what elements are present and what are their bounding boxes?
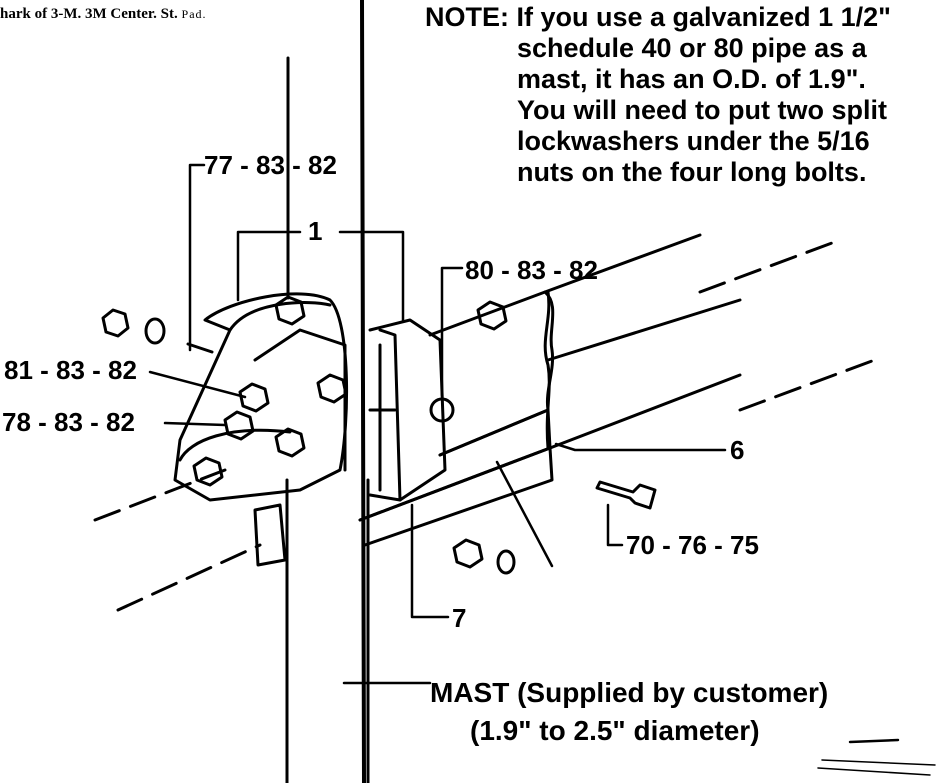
note-line: nuts on the four long bolts. — [517, 157, 867, 187]
note-line: schedule 40 or 80 pipe as a — [517, 33, 867, 63]
hex-nut-icon — [316, 373, 348, 404]
fold-line — [360, 0, 366, 783]
part-label-80: 80 - 83 - 82 — [465, 255, 598, 285]
scan-marks — [817, 759, 936, 776]
hex-nut-icon — [192, 456, 224, 487]
washer-icon — [496, 549, 516, 575]
leader-lines — [148, 163, 900, 744]
mast-diameter-label: (1.9" to 2.5" diameter) — [470, 715, 760, 746]
part-label-6: 6 — [730, 435, 745, 465]
hex-nut-icon — [274, 427, 306, 458]
hex-nut-icon — [476, 300, 508, 331]
part-label-77: 77 - 83 - 82 — [204, 150, 337, 180]
nut-icon — [429, 397, 455, 423]
hex-nut-icon — [101, 308, 130, 338]
note-line: lockwashers under the 5/16 — [517, 126, 870, 156]
header-text: hark of 3-M. 3M Center. St. — [0, 6, 178, 22]
note-line: You will need to put two split — [517, 95, 887, 125]
bolt-icon — [595, 480, 657, 510]
note-block: NOTE: If you use a galvanized 1 1/2" sch… — [425, 2, 937, 188]
clamp-assembly — [173, 292, 447, 567]
note-line: NOTE: If you use a galvanized 1 1/2" — [425, 2, 891, 32]
part-label-7: 7 — [452, 603, 467, 633]
hardware — [101, 295, 657, 575]
hex-nut-icon — [238, 382, 270, 413]
washer-icon — [144, 317, 166, 345]
page-header: hark of 3-M. 3M Center. St. Pad. — [0, 6, 207, 23]
part-label-81: 81 - 83 - 82 — [4, 355, 137, 385]
hex-nut-icon — [223, 410, 255, 441]
mast-label: MAST (Supplied by customer) — [430, 677, 829, 708]
mast-pipe — [285, 478, 370, 783]
header-faded-text: Pad. — [181, 7, 207, 21]
crossboom — [358, 233, 742, 547]
boom-centerlines — [93, 238, 882, 612]
part-label-1: 1 — [308, 216, 323, 246]
note-line: mast, it has an O.D. of 1.9". — [517, 64, 866, 94]
part-label-78: 78 - 83 - 82 — [2, 407, 135, 437]
hex-nut-icon — [274, 295, 306, 326]
hex-nut-icon — [452, 538, 484, 569]
part-label-70: 70 - 76 - 75 — [626, 530, 759, 560]
